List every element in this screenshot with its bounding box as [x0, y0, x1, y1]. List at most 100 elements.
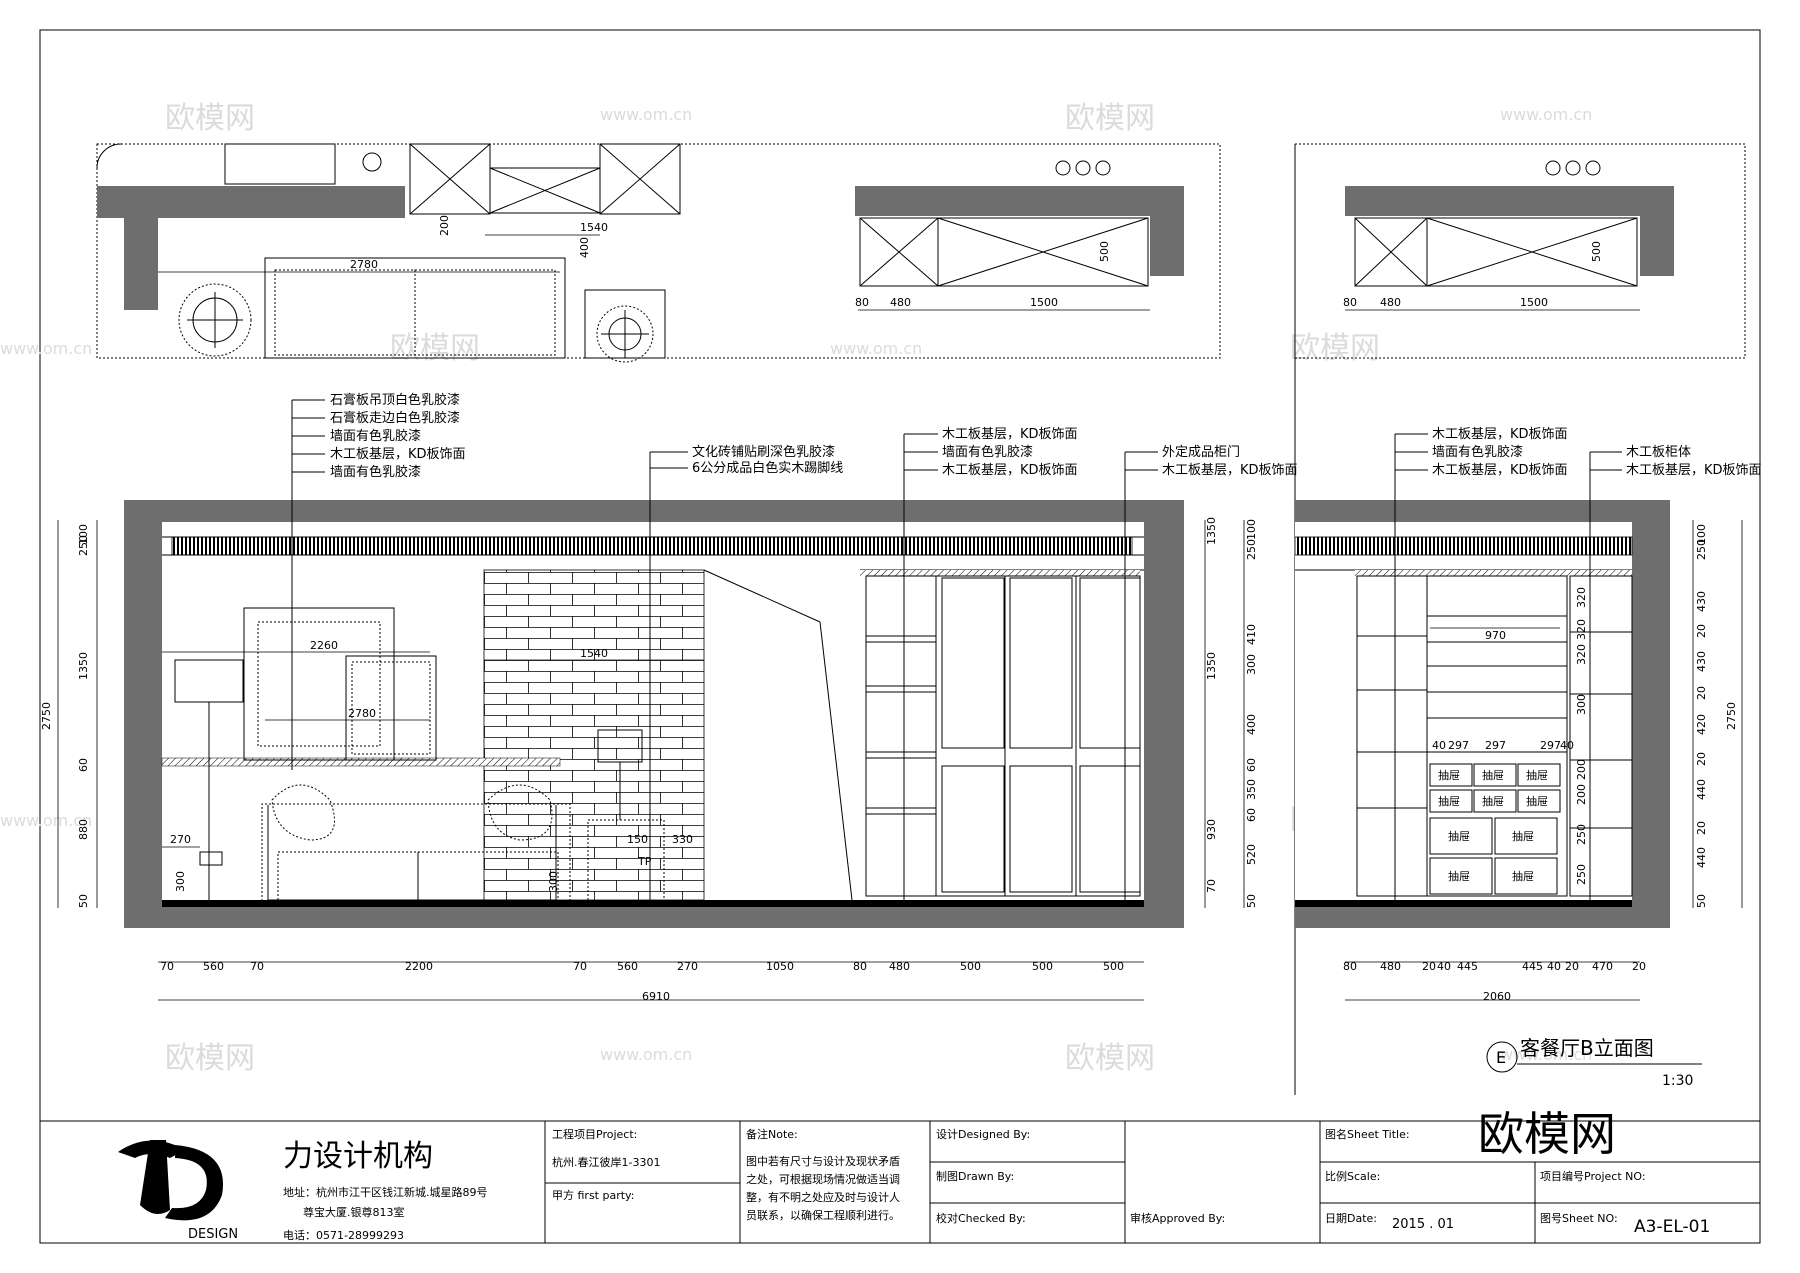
svg-text:480: 480	[890, 296, 911, 309]
sheet-number: A3-EL-01	[1634, 1217, 1710, 1237]
svg-text:木工板柜体: 木工板柜体	[1626, 445, 1691, 460]
company-address: 地址：杭州市江干区钱江新城.城星路89号	[283, 1185, 488, 1199]
svg-text:320: 320	[1575, 587, 1588, 608]
svg-text:2200: 2200	[405, 960, 433, 973]
svg-text:2750: 2750	[1725, 702, 1738, 730]
svg-text:250: 250	[1695, 539, 1708, 560]
svg-text:330: 330	[672, 833, 693, 846]
svg-text:DESIGN: DESIGN	[188, 1227, 238, 1242]
svg-text:日期Date:: 日期Date:	[1325, 1212, 1377, 1225]
svg-text:297: 297	[1448, 739, 1469, 752]
svg-text:930: 930	[1205, 819, 1218, 840]
svg-text:www.om.cn: www.om.cn	[1500, 1045, 1592, 1064]
svg-text:445: 445	[1522, 960, 1543, 973]
svg-text:500: 500	[1103, 960, 1124, 973]
svg-text:石膏板走边白色乳胶漆: 石膏板走边白色乳胶漆	[330, 410, 460, 426]
drawing-scale: 1:30	[1662, 1073, 1693, 1089]
svg-text:www.om.cn: www.om.cn	[1500, 105, 1592, 124]
svg-text:木工板基层，KD板饰面: 木工板基层，KD板饰面	[1432, 463, 1568, 478]
svg-text:50: 50	[77, 894, 90, 908]
title-marker: E	[1496, 1048, 1506, 1067]
svg-text:250: 250	[1245, 539, 1258, 560]
svg-text:480: 480	[1380, 960, 1401, 973]
svg-text:480: 480	[1380, 296, 1401, 309]
svg-text:500: 500	[960, 960, 981, 973]
svg-text:500: 500	[1032, 960, 1053, 973]
svg-text:抽屉: 抽屉	[1512, 869, 1534, 883]
svg-text:60: 60	[77, 758, 90, 772]
svg-text:40: 40	[1560, 739, 1574, 752]
svg-text:1500: 1500	[1520, 296, 1548, 309]
svg-text:2780: 2780	[350, 258, 378, 271]
svg-text:70: 70	[573, 960, 587, 973]
svg-text:抽屉: 抽屉	[1448, 869, 1470, 883]
svg-text:70: 70	[250, 960, 264, 973]
svg-text:470: 470	[1592, 960, 1613, 973]
svg-text:150: 150	[627, 833, 648, 846]
company-phone: 电话：0571-28999293	[283, 1229, 404, 1242]
svg-text:抽屉: 抽屉	[1512, 829, 1534, 843]
svg-text:50: 50	[1245, 894, 1258, 908]
svg-text:20: 20	[1565, 960, 1579, 973]
svg-text:员联系，以确保工程顺利进行。: 员联系，以确保工程顺利进行。	[746, 1208, 900, 1222]
date-value: 2015 . 01	[1392, 1217, 1454, 1232]
drawing-title-text: 客餐厅B立面图	[1520, 1036, 1654, 1060]
svg-text:410: 410	[1245, 624, 1258, 645]
svg-text:440: 440	[1695, 779, 1708, 800]
svg-text:500: 500	[1590, 241, 1603, 262]
svg-text:木工板基层，KD板饰面: 木工板基层，KD板饰面	[1432, 427, 1568, 442]
svg-text:欧模网: 欧模网	[165, 1041, 255, 1076]
company-name: 力设计机构	[283, 1139, 433, 1174]
svg-text:抽屉: 抽屉	[1438, 768, 1460, 782]
svg-text:整，有不明之处应及时与设计人: 整，有不明之处应及时与设计人	[746, 1190, 900, 1204]
svg-text:297: 297	[1485, 739, 1506, 752]
svg-text:抽屉: 抽屉	[1438, 794, 1460, 808]
svg-text:300: 300	[547, 871, 560, 892]
svg-text:20: 20	[1695, 752, 1708, 766]
svg-text:2780: 2780	[348, 707, 376, 720]
svg-text:www.om.cn: www.om.cn	[830, 339, 922, 358]
svg-text:40: 40	[1432, 739, 1446, 752]
svg-text:80: 80	[855, 296, 869, 309]
svg-text:200: 200	[438, 215, 451, 236]
svg-text:20: 20	[1695, 624, 1708, 638]
floor-plan-left: 2780 1540 200 400 80 480 1500 500	[96, 143, 1221, 363]
svg-text:270: 270	[677, 960, 698, 973]
svg-text:www.om.cn: www.om.cn	[0, 811, 92, 830]
svg-text:350: 350	[1245, 779, 1258, 800]
svg-text:欧模网: 欧模网	[1065, 101, 1155, 136]
svg-text:320: 320	[1575, 644, 1588, 665]
svg-text:图名Sheet Title:: 图名Sheet Title:	[1325, 1127, 1410, 1141]
svg-text:440: 440	[1695, 847, 1708, 868]
svg-text:70: 70	[1205, 879, 1218, 893]
svg-text:木工板基层，KD板饰面: 木工板基层，KD板饰面	[1162, 463, 1298, 478]
svg-text:制图Drawn By:: 制图Drawn By:	[936, 1170, 1014, 1183]
svg-text:1540: 1540	[580, 221, 608, 234]
svg-text:20: 20	[1695, 686, 1708, 700]
drawing-title: E 客餐厅B立面图 1:30 欧模网	[1478, 1036, 1702, 1161]
company-address-2: 尊宝大厦.银尊813室	[303, 1205, 405, 1219]
svg-text:墙面有色乳胶漆: 墙面有色乳胶漆	[330, 428, 421, 444]
svg-text:2750: 2750	[40, 702, 53, 730]
svg-text:300: 300	[1245, 654, 1258, 675]
svg-text:外定成品柜门: 外定成品柜门	[1162, 445, 1240, 460]
svg-text:1350: 1350	[1205, 652, 1218, 680]
svg-text:320: 320	[1575, 619, 1588, 640]
svg-text:图号Sheet NO:: 图号Sheet NO:	[1540, 1212, 1618, 1225]
corner-watermark: 欧模网	[1478, 1107, 1616, 1161]
svg-text:欧模网: 欧模网	[1065, 1041, 1155, 1076]
svg-text:审核Approved By:: 审核Approved By:	[1130, 1211, 1225, 1225]
svg-text:270: 270	[170, 833, 191, 846]
svg-text:1500: 1500	[1030, 296, 1058, 309]
svg-text:445: 445	[1457, 960, 1478, 973]
svg-text:校对Checked By:: 校对Checked By:	[936, 1211, 1026, 1225]
svg-text:石膏板吊顶白色乳胶漆: 石膏板吊顶白色乳胶漆	[330, 392, 460, 408]
svg-text:250: 250	[1575, 824, 1588, 845]
svg-text:墙面有色乳胶漆: 墙面有色乳胶漆	[1432, 444, 1523, 460]
svg-text:1350: 1350	[1205, 517, 1218, 545]
svg-text:400: 400	[578, 237, 591, 258]
svg-text:文化砖铺贴刷深色乳胶漆: 文化砖铺贴刷深色乳胶漆	[692, 444, 835, 460]
svg-text:2060: 2060	[1483, 990, 1511, 1003]
svg-text:60: 60	[1245, 808, 1258, 822]
svg-text:20: 20	[1632, 960, 1646, 973]
